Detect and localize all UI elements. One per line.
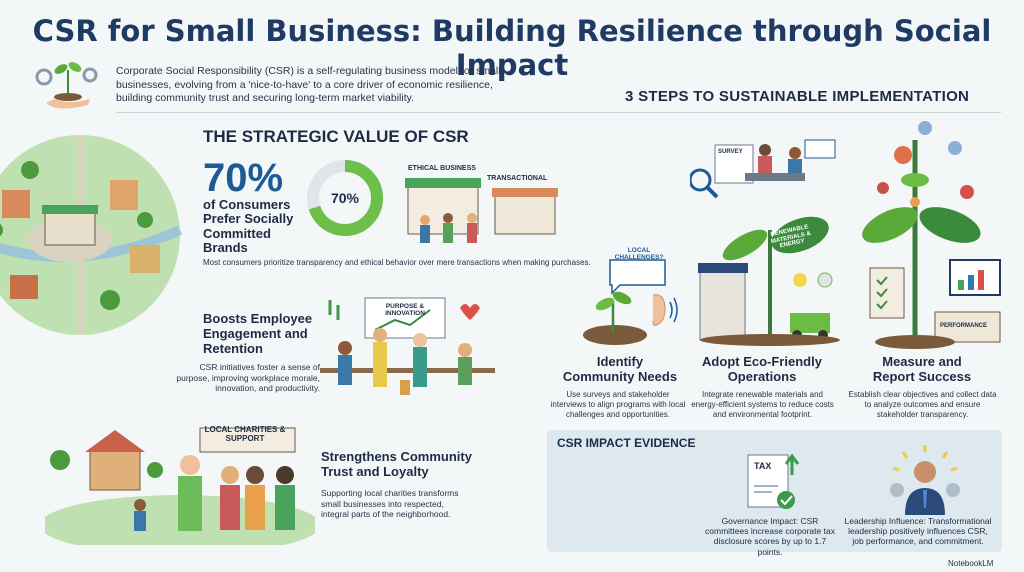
- survey-label: SURVEY: [718, 149, 743, 155]
- purpose-innovation-label: PURPOSE & INNOVATION: [385, 303, 425, 318]
- office-team-illustration: [320, 297, 495, 395]
- tax-label: TAX: [754, 461, 772, 471]
- step-3-title: Measure and Report Success: [872, 354, 972, 384]
- ethical-business-label: ETHICAL BUSINESS: [408, 165, 476, 172]
- shops-illustration: [405, 178, 558, 243]
- steps-title: 3 STEPS TO SUSTAINABLE IMPLEMENTATION: [625, 88, 970, 105]
- donut-label: 70%: [330, 190, 360, 206]
- growth-hand-icon: [35, 62, 98, 109]
- donut-chart: [307, 160, 383, 236]
- local-charities-banner: LOCAL CHARITIES & SUPPORT: [204, 425, 286, 443]
- step-1-title: Identify Community Needs: [562, 354, 678, 384]
- transactional-label: TRANSACTIONAL: [487, 175, 548, 182]
- donut-arc: [307, 160, 383, 236]
- community-desc: Supporting local charities transforms sm…: [321, 488, 459, 520]
- evidence-title: CSR IMPACT EVIDENCE: [557, 436, 696, 450]
- step-3-desc: Establish clear objectives and collect d…: [848, 390, 997, 419]
- leader-icon: [890, 445, 960, 515]
- step-2-title: Adopt Eco-Friendly Operations: [702, 354, 822, 384]
- step-1-desc: Use surveys and stakeholder interviews t…: [550, 390, 686, 419]
- strategic-note: Most consumers prioritize transparency a…: [203, 258, 591, 267]
- employee-title: Boosts Employee Engagement and Retention: [203, 311, 313, 356]
- growth-tree-illustration: [862, 121, 1001, 349]
- local-challenges-bubble: LOCAL CHALLENGES?: [614, 247, 664, 262]
- leadership-influence: Leadership Influence: Transformational l…: [844, 516, 992, 547]
- tax-document-icon: [747, 453, 800, 509]
- divider: [116, 112, 1001, 113]
- intro-text: Corporate Social Responsibility (CSR) is…: [116, 65, 501, 105]
- performance-label: PERFORMANCE: [940, 323, 988, 329]
- brand-label: NotebookLM: [948, 559, 994, 568]
- eco-operations-illustration: [690, 139, 840, 346]
- governance-impact: Governance Impact: CSR committees increa…: [705, 516, 835, 557]
- community-title: Strengthens Community Trust and Loyalty: [321, 449, 472, 479]
- seedling-ear-illustration: [583, 259, 678, 345]
- community-illustration: [45, 427, 315, 545]
- page-title: CSR for Small Business: Building Resilie…: [32, 14, 992, 82]
- step-2-desc: Integrate renewable materials and energy…: [691, 390, 834, 419]
- consumer-stat: 70%: [203, 156, 284, 200]
- employee-desc: CSR initiatives foster a sense of purpos…: [176, 362, 320, 394]
- consumer-stat-text: of Consumers Prefer Socially Committed B…: [203, 197, 294, 255]
- city-illustration: [0, 135, 183, 335]
- strategic-title: THE STRATEGIC VALUE OF CSR: [203, 127, 469, 146]
